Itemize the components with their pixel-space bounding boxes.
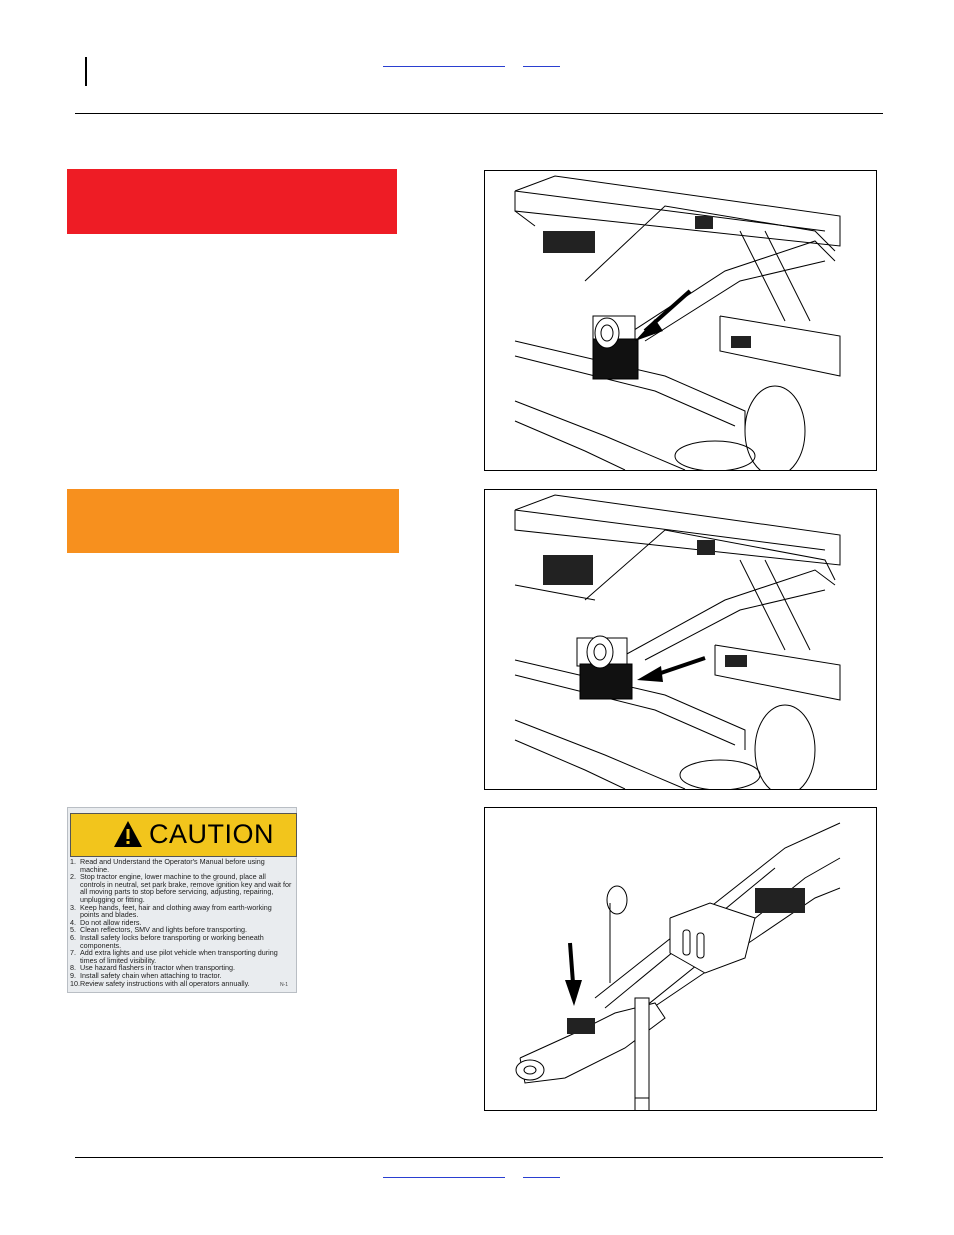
header-rule (75, 113, 883, 114)
footer-link-right[interactable] (523, 1177, 560, 1178)
caution-decal-title: CAUTION (149, 819, 274, 849)
warning-panel (67, 489, 399, 553)
caution-decal: CAUTION 1.Read and Understand the Operat… (67, 807, 297, 993)
footer-link-left[interactable] (383, 1177, 505, 1178)
caution-item: 9.Install safety chain when attaching to… (70, 970, 222, 980)
caution-item: 5.Clean reflectors, SMV and lights befor… (70, 925, 247, 935)
caution-decal-code: N-1 (279, 982, 288, 988)
danger-panel (67, 169, 397, 234)
header-link-right[interactable] (523, 66, 560, 67)
header-margin-bar (85, 57, 87, 86)
figure-reflector-rear (484, 170, 877, 471)
caution-item: 6.Install safety locks before transporti… (70, 932, 264, 950)
caution-item: 7.Add extra lights and use pilot vehicle… (70, 948, 278, 965)
figure-hitch-decal (484, 807, 877, 1111)
header-link-left[interactable] (383, 66, 505, 67)
caution-item: 10.Review safety instructions with all o… (70, 978, 250, 988)
figure-reflector-side (484, 489, 877, 790)
caution-decal-header: CAUTION (70, 813, 297, 857)
footer-rule (75, 1157, 883, 1158)
caution-item: 3.Keep hands, feet, hair and clothing aw… (70, 902, 272, 920)
caution-item: 4.Do not allow riders. (70, 917, 142, 927)
caution-item: 2.Stop tractor engine, lower machine to … (70, 872, 292, 904)
caution-item: 8.Use hazard flashers in tractor when tr… (70, 963, 236, 973)
caution-item: 1.Read and Understand the Operator's Man… (70, 857, 265, 874)
warning-triangle-icon (114, 821, 142, 847)
caution-decal-list: 1.Read and Understand the Operator's Man… (70, 858, 292, 987)
